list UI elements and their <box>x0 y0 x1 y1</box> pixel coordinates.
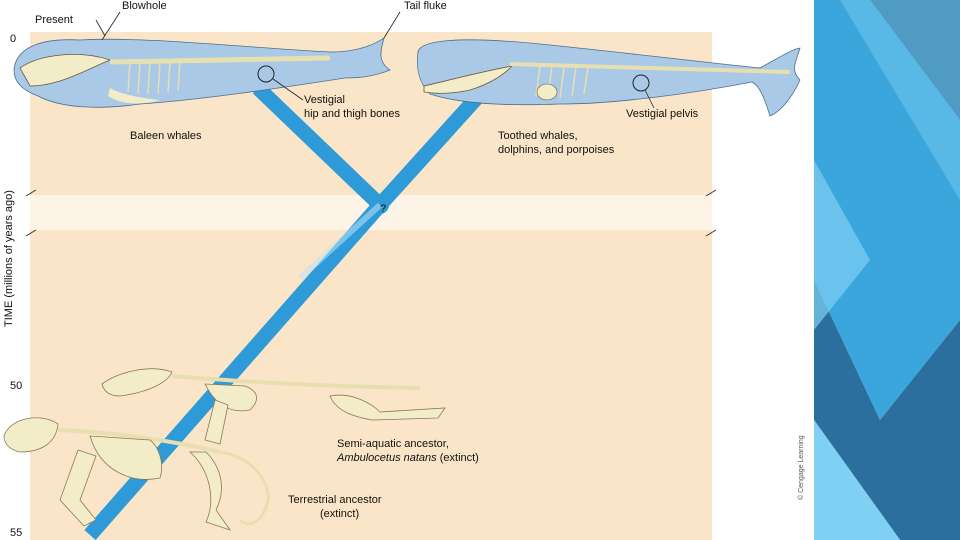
label-toothed-line2: dolphins, and porpoises <box>498 143 615 156</box>
decorative-geometry <box>814 0 960 540</box>
ambulocetus-skeleton <box>101 368 446 445</box>
vestigial-pelvis-pointer <box>644 89 655 109</box>
blowhole-pointer <box>101 11 121 41</box>
phylogeny-branches <box>84 82 488 540</box>
axis-title: TIME (millions of years ago) <box>3 190 15 327</box>
tail-fluke-pointer <box>383 11 401 39</box>
label-semi-species: Ambulocetus natans <box>337 451 437 464</box>
present-pointer <box>95 19 106 37</box>
label-terr-line1: Terrestrial ancestor <box>288 494 382 506</box>
axis-break-mark-left-bottom <box>25 229 37 237</box>
ambulocetus-ribs <box>204 383 257 412</box>
label-toothed-whales: Toothed whales, dolphins, and porpoises <box>498 130 614 158</box>
baleen-spine <box>109 55 331 65</box>
label-tail-fluke: Tail fluke <box>404 0 447 12</box>
terrestrial-hindleg <box>188 451 232 531</box>
baleen-branch <box>252 82 386 211</box>
label-terrestrial: Terrestrial ancestor (extinct) <box>288 494 382 522</box>
terrestrial-spine <box>57 428 221 454</box>
vestigial-hip-circle <box>257 65 275 83</box>
label-vestigial-hip-line1: Vestigial <box>304 94 345 106</box>
label-semi-extinct: (extinct) <box>436 451 479 464</box>
terrestrial-skeleton <box>3 417 270 531</box>
axis-break-mark-left-top <box>25 189 37 197</box>
baleen-flipper-bones <box>108 88 160 104</box>
label-divergence-question: ? <box>380 203 387 215</box>
ambulocetus-skull <box>101 368 173 397</box>
axis-tick-0: 0 <box>10 33 17 45</box>
vestigial-pelvis-circle <box>632 74 650 92</box>
toothed-flipper-bones <box>536 83 558 101</box>
label-vestigial-pelvis: Vestigial pelvis <box>626 108 699 120</box>
label-vestigial-hip-line2: hip and thigh bones <box>304 107 401 120</box>
terrestrial-ribs <box>89 435 163 480</box>
axis-break-mark-right-bottom <box>705 229 717 237</box>
axis-break-mark-right-top <box>705 189 717 197</box>
ambulocetus-foreleg <box>204 399 229 445</box>
axis-tick-55: 55 <box>10 527 23 539</box>
ambulocetus-spine <box>171 374 421 390</box>
terrestrial-tail <box>219 450 270 526</box>
label-semi-aquatic: Semi-aquatic ancestor, Ambulocetus natan… <box>337 438 479 466</box>
label-present: Present <box>35 14 73 26</box>
ambulocetus-hindleg <box>329 394 446 421</box>
branch-highlight <box>297 202 383 281</box>
toothed-whale-illustration <box>416 39 801 117</box>
axis-tick-50: 50 <box>10 380 23 392</box>
label-blowhole: Blowhole <box>122 0 167 12</box>
baleen-whale-illustration <box>13 37 391 108</box>
toothed-whale-body <box>416 39 801 117</box>
toothed-branch <box>374 86 488 211</box>
toothed-spine <box>509 62 791 74</box>
copyright-text: © Cengage Learning <box>798 435 805 500</box>
terrestrial-foreleg <box>59 449 97 527</box>
toothed-jaw <box>423 65 514 94</box>
label-baleen-whales: Baleen whales <box>130 130 202 142</box>
label-toothed-line1: Toothed whales, <box>498 130 578 142</box>
label-vestigial-hip: Vestigial hip and thigh bones <box>304 94 400 122</box>
baleen-whale-body <box>13 37 391 108</box>
label-semi-line1: Semi-aquatic ancestor, <box>337 438 449 450</box>
ancestral-trunk-branch <box>84 200 386 540</box>
terrestrial-skull <box>3 417 59 453</box>
label-terr-line2: (extinct) <box>320 507 360 520</box>
vestigial-hip-pointer <box>272 78 304 101</box>
